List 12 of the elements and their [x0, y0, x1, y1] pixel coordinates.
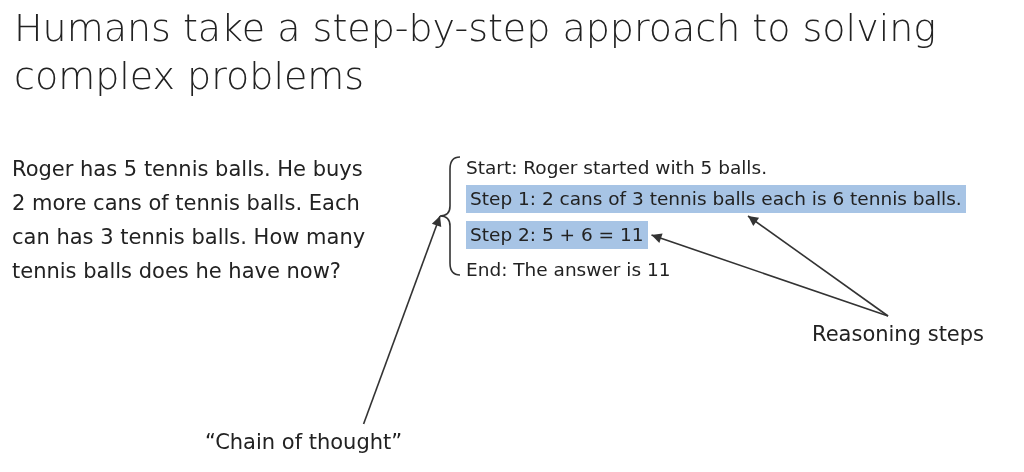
arrow: [362, 215, 442, 425]
annotation-text: “Chain of thought”: [205, 428, 403, 456]
annotation-text: Reasoning steps: [812, 320, 985, 348]
highlighted-step-text: Step 2: 5 + 6 = 11: [466, 221, 648, 249]
step-text: Start: Roger started with 5 balls.: [466, 154, 767, 182]
arrow: [650, 233, 889, 317]
arrow: [747, 215, 889, 317]
step-text: End: The answer is 11: [466, 256, 671, 284]
question-text: Roger has 5 tennis balls. He buys 2 more cans of tennis balls. Each can has 3 tennis balls. How many tennis balls does he have now?: [12, 156, 367, 285]
curly-brace: [438, 155, 462, 277]
highlighted-step-text: Step 1: 2 cans of 3 tennis balls each is 6 tennis balls.: [466, 185, 966, 213]
slide-title: Humans take a step-by-step approach to solving complex problems: [14, 5, 938, 100]
